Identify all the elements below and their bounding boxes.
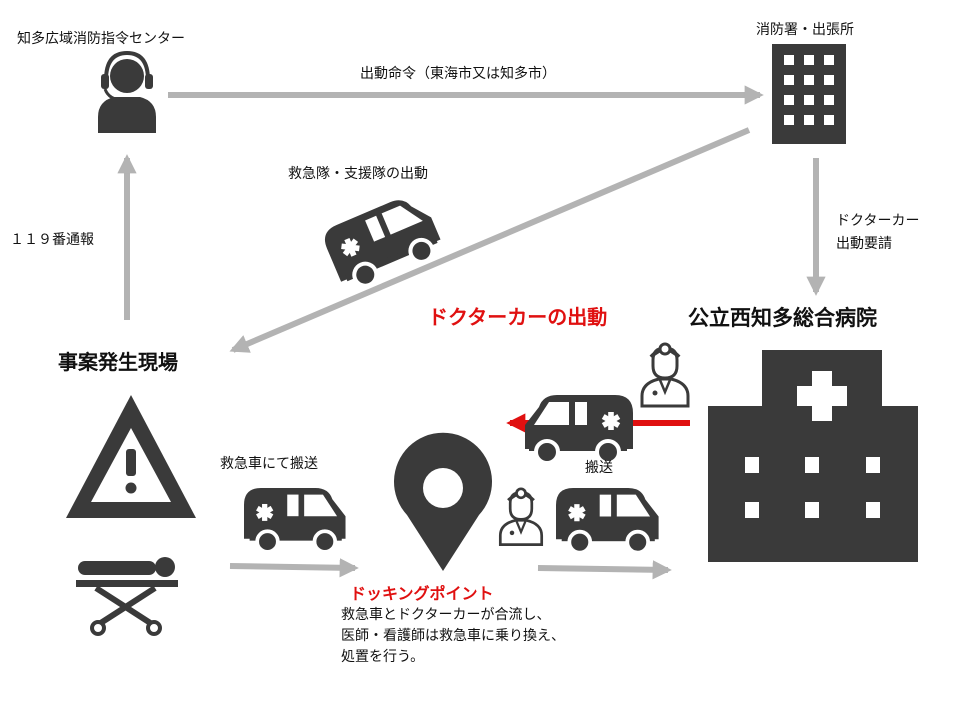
docking-description-line: 救急車とドクターカーが合流し、 [341, 607, 551, 623]
headset-operator-icon [98, 50, 156, 133]
office-building-icon [772, 44, 846, 144]
transport-by-ambulance-label: 救急車にて搬送 [220, 456, 318, 472]
ems-dispatch-label: 救急隊・支援隊の出動 [288, 166, 428, 182]
docking-description: 救急車とドクターカーが合流し、 医師・看護師は救急車に乗り換え、 処置を行う。 [341, 605, 565, 668]
ambulance-icon [320, 190, 446, 295]
scene-label: 事案発生現場 [58, 350, 178, 374]
doctor-icon [498, 486, 544, 547]
dispatch-order-label: 出動命令（東海市又は知多市） [360, 66, 556, 82]
docking-point-label: ドッキングポイント [350, 584, 494, 603]
command-center-label: 知多広域消防指令センター [17, 31, 185, 47]
stretcher-patient-icon [76, 557, 178, 636]
doctor-car-request-label-1: ドクターカー [836, 213, 920, 229]
transport-label: 搬送 [585, 460, 613, 476]
ambulance-to-hospital-icon [554, 486, 661, 555]
hospital-label: 公立西知多総合病院 [688, 306, 877, 330]
doctor-car-dispatch-label: ドクターカーの出動 [428, 305, 608, 329]
docking-description-line: 処置を行う。 [341, 649, 425, 665]
doctor-car-ambulance-icon [523, 393, 635, 465]
ambulance-to-docking-icon [242, 486, 348, 554]
doctor-icon [640, 342, 690, 408]
hospital-building-icon [708, 350, 918, 562]
docking-description-line: 医師・看護師は救急車に乗り換え、 [341, 628, 565, 644]
fire-station-label: 消防署・出張所 [756, 22, 854, 38]
ems-dispatch-arrow [229, 127, 751, 353]
doctor-car-request-label-2: 出動要請 [836, 236, 892, 252]
warning-triangle-icon [66, 395, 196, 518]
transport-to-hospital-arrow [537, 560, 672, 580]
location-pin-icon [393, 432, 492, 571]
transport-to-docking-arrow [229, 558, 359, 578]
call-119-label: １１９番通報 [10, 232, 94, 248]
